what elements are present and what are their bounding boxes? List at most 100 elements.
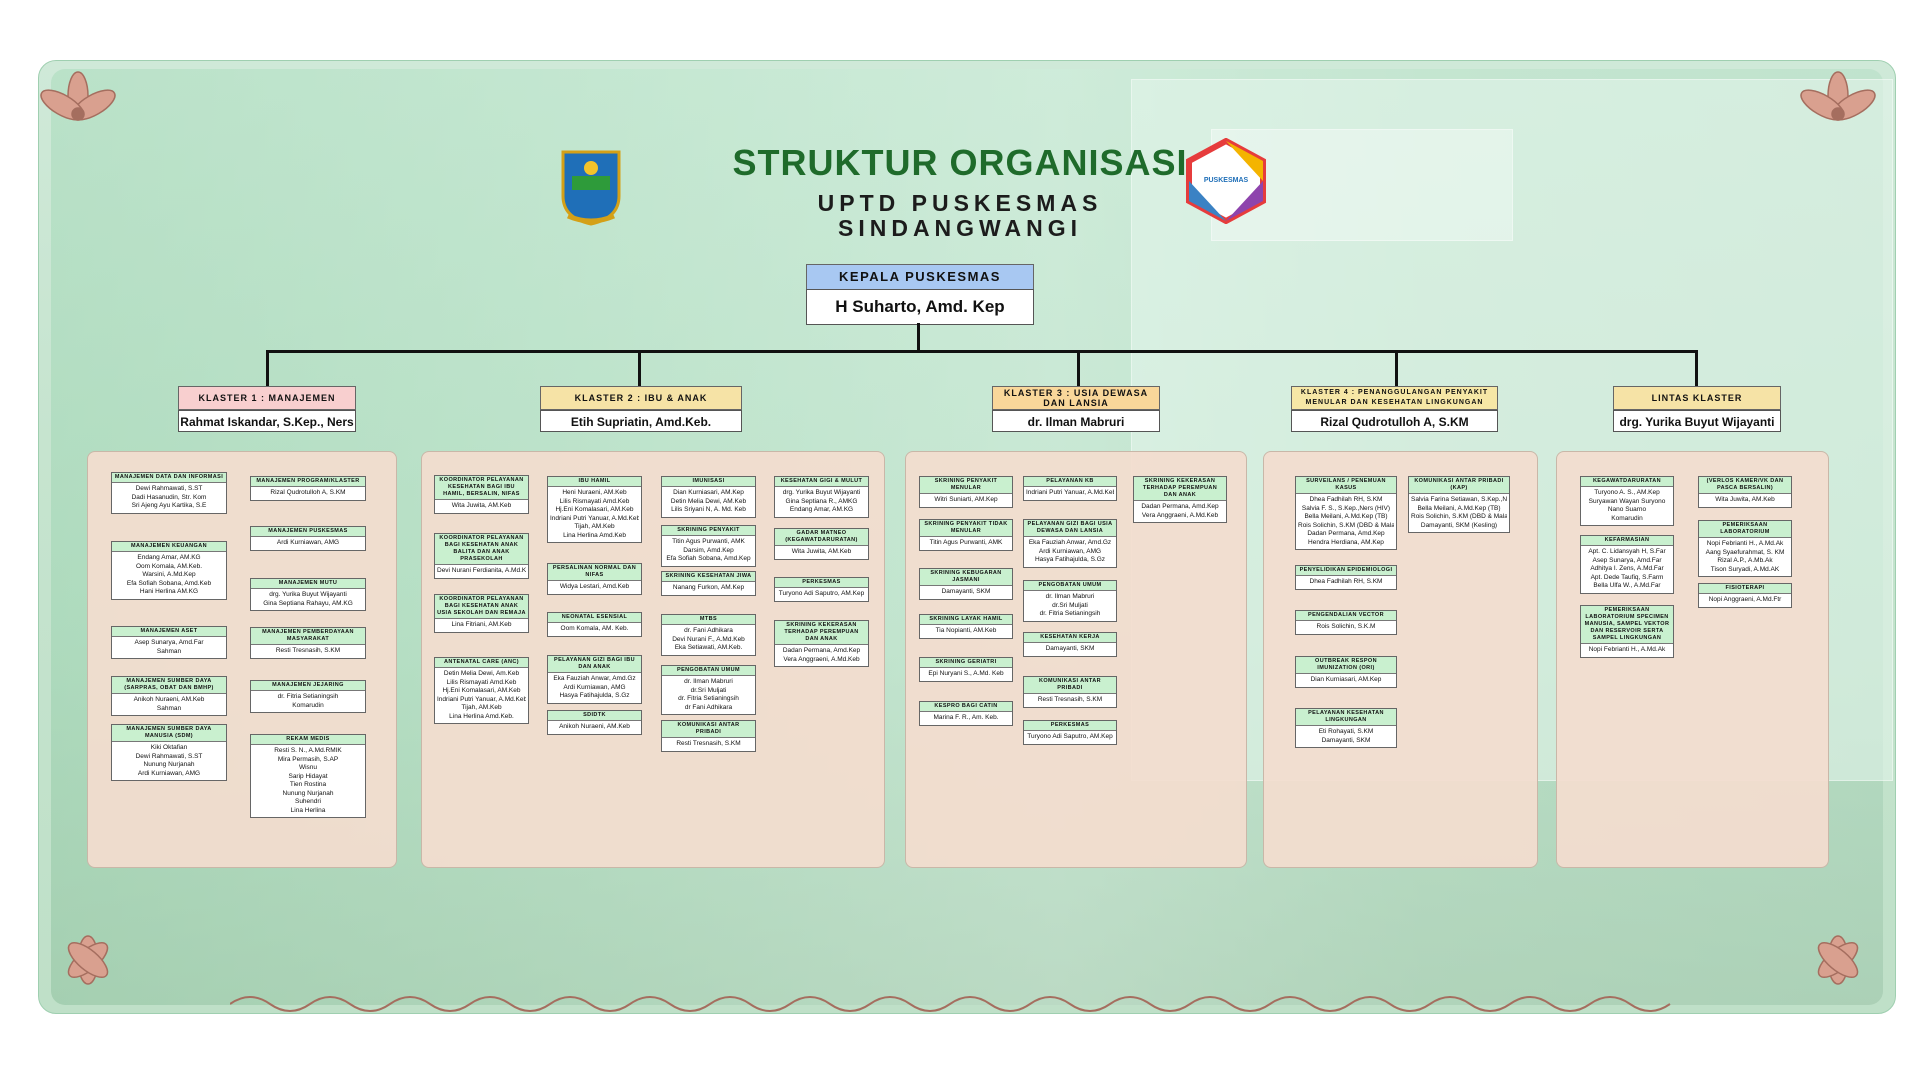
member-name: Damayanti, SKM (Kesling) xyxy=(1420,521,1498,529)
member-name: Dadan Permana, Amd.Kep xyxy=(1307,530,1385,537)
member-name: Turyono Adi Saputro, AM.Kep xyxy=(778,590,865,597)
unit-title: SDIDTK xyxy=(548,711,641,721)
klaster-2-label: KLASTER 2 : IBU & ANAK xyxy=(540,386,742,410)
unit-box: KOORDINATOR PELAYANAN BAGI KESEHATAN ANA… xyxy=(434,533,529,579)
connector-line xyxy=(1077,350,1080,388)
member-name: Oom Komala, AM.Keb. xyxy=(135,562,203,570)
member-name: Resti Tresnasih, S.KM xyxy=(1037,696,1103,703)
member-name: Komarudin xyxy=(292,701,324,709)
member-name: dr.Sri Muljati xyxy=(1052,601,1088,609)
member-name: Bella Meilani, A.Md.Kep (TB) xyxy=(1417,504,1501,512)
unit-members: Lina Fitriani, AM.Keb xyxy=(435,619,528,632)
unit-members: Wita Juwita, AM.Keb xyxy=(435,500,528,513)
unit-title: MANAJEMEN MUTU xyxy=(251,579,365,589)
unit-box: KESEHATAN KERJA Damayanti, SKM xyxy=(1023,632,1117,657)
unit-box: MANAJEMEN SUMBER DAYA (SARPRAS, OBAT DAN… xyxy=(111,676,227,716)
klaster-2-name: Etih Supriatin, Amd.Keb. xyxy=(540,410,742,432)
member-name: drg. Yurika Buyut Wijayanti xyxy=(782,489,861,496)
member-name: Lina Herlina xyxy=(290,806,326,814)
page-title: STRUKTUR ORGANISASI xyxy=(732,142,1188,183)
member-name: dr. Ilman Mabruri xyxy=(1045,593,1095,600)
member-name: Sahman xyxy=(156,647,182,655)
unit-members: Ardi Kurniawan, AMG xyxy=(251,537,365,550)
member-name: Lilis Sriyani N, A. Md. Keb xyxy=(671,506,746,513)
member-name: Kiki Oktafian xyxy=(150,744,188,751)
unit-box: OUTBREAK RESPON IMUNIZATION (ORI)Dian Ku… xyxy=(1295,656,1397,688)
member-name: Dhea Fadhilah RH, S.KM xyxy=(1309,578,1383,585)
unit-title: KEFARMASIAN xyxy=(1581,536,1673,546)
unit-box: PEMERIKSAAN LABORATORIUM SPECIMEN MANUSI… xyxy=(1580,605,1674,658)
member-name: dr. Fitria Setianingsih xyxy=(277,693,339,700)
unit-box: GADAR MATNEO (KEGAWATDARURATAN)Wita Juwi… xyxy=(774,528,869,560)
connector-line xyxy=(266,350,1698,353)
unit-title: MANAJEMEN PEMBERDAYAAN MASYARAKAT xyxy=(251,628,365,645)
unit-title: GADAR MATNEO (KEGAWATDARURATAN) xyxy=(775,529,868,546)
member-name: Turyono A. S., AM.Kep xyxy=(1594,489,1660,496)
member-name: Vera Anggraeni, A.Md.Keb xyxy=(1141,511,1219,519)
unit-members: Turyono Adi Saputro, AM.Kep xyxy=(775,588,868,601)
member-name: Witri Suniarti, AM.Kep xyxy=(934,496,998,503)
member-name: Devi Nurani F., A.Md.Keb xyxy=(672,635,745,643)
member-name: Damayanti, SKM xyxy=(1045,645,1095,652)
member-name: Endang Amar, AM.KG xyxy=(789,506,854,513)
member-name: Dian Kurniasari, AM.Kep xyxy=(673,489,744,496)
unit-title: PENGENDALIAN VECTOR xyxy=(1296,611,1396,621)
member-name: Dewi Rahmawati, S.ST xyxy=(135,485,203,492)
member-name: Sri Ajeng Ayu Kartika, S.E xyxy=(131,502,207,509)
unit-title: IBU HAMIL xyxy=(548,477,641,487)
unit-title: MANAJEMEN JEJARING xyxy=(251,681,365,691)
unit-members: Wita Juwita, AM.Keb xyxy=(1699,494,1791,507)
ornament-border xyxy=(230,996,1671,1012)
head-title: KEPALA PUSKESMAS xyxy=(806,264,1034,290)
connector-line xyxy=(638,350,641,388)
member-name: Turyono Adi Saputro, AM.Kep xyxy=(1027,733,1113,740)
unit-members: Wita Juwita, AM.Keb xyxy=(775,546,868,559)
unit-title: IMUNISASI xyxy=(662,477,755,487)
member-name: Eka Fauziah Anwar, Amd.Gz xyxy=(1028,539,1112,546)
unit-members: Witri Suniarti, AM.Kep xyxy=(920,494,1012,507)
unit-title: SKRINING PENYAKIT TIDAK MENULAR xyxy=(920,520,1012,537)
unit-title: MANAJEMEN SUMBER DAYA MANUSIA (SDM) xyxy=(112,725,226,742)
unit-title: PELAYANAN GIZI BAGI IBU DAN ANAK xyxy=(548,656,641,673)
member-name: Sarip Hidayat xyxy=(288,772,328,780)
member-name: Eka Fauziah Anwar, Amd.Gz xyxy=(553,675,636,682)
member-name: dr. Ilman Mabruri xyxy=(684,678,733,685)
member-name: Endang Amar, AM.KG xyxy=(137,554,201,561)
member-name: Tison Suryadi, A.Md.AK xyxy=(1710,565,1780,573)
unit-title: NEONATAL ESENSIAL xyxy=(548,613,641,623)
unit-title: MANAJEMEN ASET xyxy=(112,627,226,637)
unit-title: ANTENATAL CARE (ANC) xyxy=(435,658,528,668)
unit-members: Titin Agus Purwanti, AMK xyxy=(920,537,1012,550)
unit-title: KOORDINATOR PELAYANAN BAGI KESEHATAN ANA… xyxy=(435,534,528,565)
unit-title: KOORDINATOR PELAYANAN KESEHATAN BAGI IBU… xyxy=(435,476,528,500)
member-name: Sahman xyxy=(156,704,182,712)
member-name: Indriani Putri Yanuar, A.Md.Keb xyxy=(437,695,526,703)
member-name: Mira Permasih, S.AP xyxy=(277,755,339,763)
unit-title: KESEHATAN KERJA xyxy=(1024,633,1116,643)
unit-box: ANTENATAL CARE (ANC)Detin Melia Dewi, Am… xyxy=(434,657,529,724)
